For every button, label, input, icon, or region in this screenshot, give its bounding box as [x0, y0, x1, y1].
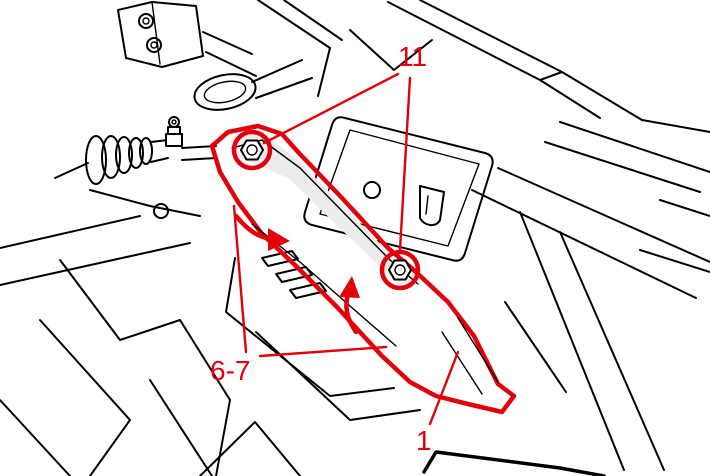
bolt-upper — [231, 129, 273, 171]
leader-line — [398, 76, 412, 252]
leader-line — [262, 72, 400, 145]
bolt-lower — [379, 249, 421, 291]
leader-line — [258, 345, 388, 358]
top-body-lines — [251, 0, 433, 99]
bracket-top-face — [230, 132, 416, 290]
hex-bolt-icon — [388, 259, 412, 281]
callout-6-7: 6-7 — [210, 204, 388, 386]
top-right-frame-lines — [387, 0, 710, 273]
arrowhead-icon — [268, 228, 290, 251]
rotation-arrow-lower — [339, 276, 360, 335]
bolt-circle-highlight — [231, 129, 273, 171]
leader-line — [428, 350, 460, 426]
lower-left-subframe — [0, 215, 301, 476]
bolt-circle-highlight — [379, 249, 421, 291]
right-frame-lines — [422, 167, 710, 476]
callout-label-6-7: 6-7 — [210, 355, 250, 386]
bracket-foot-detail — [441, 317, 499, 395]
top-left-mount-plate — [117, 1, 257, 77]
callout-1: 1 — [416, 350, 460, 456]
callout-label-1: 1 — [416, 425, 432, 456]
hex-bolt-icon — [240, 139, 264, 161]
callout-label-11: 11 — [398, 41, 427, 72]
bracket-outline — [209, 123, 517, 415]
arrowhead-icon — [339, 276, 360, 298]
rotation-arrow-upper — [233, 213, 290, 251]
leader-line — [232, 204, 248, 354]
callout-11: 11 — [262, 41, 427, 252]
grommet-oval — [193, 73, 257, 111]
cv-axle-boot — [54, 116, 217, 219]
